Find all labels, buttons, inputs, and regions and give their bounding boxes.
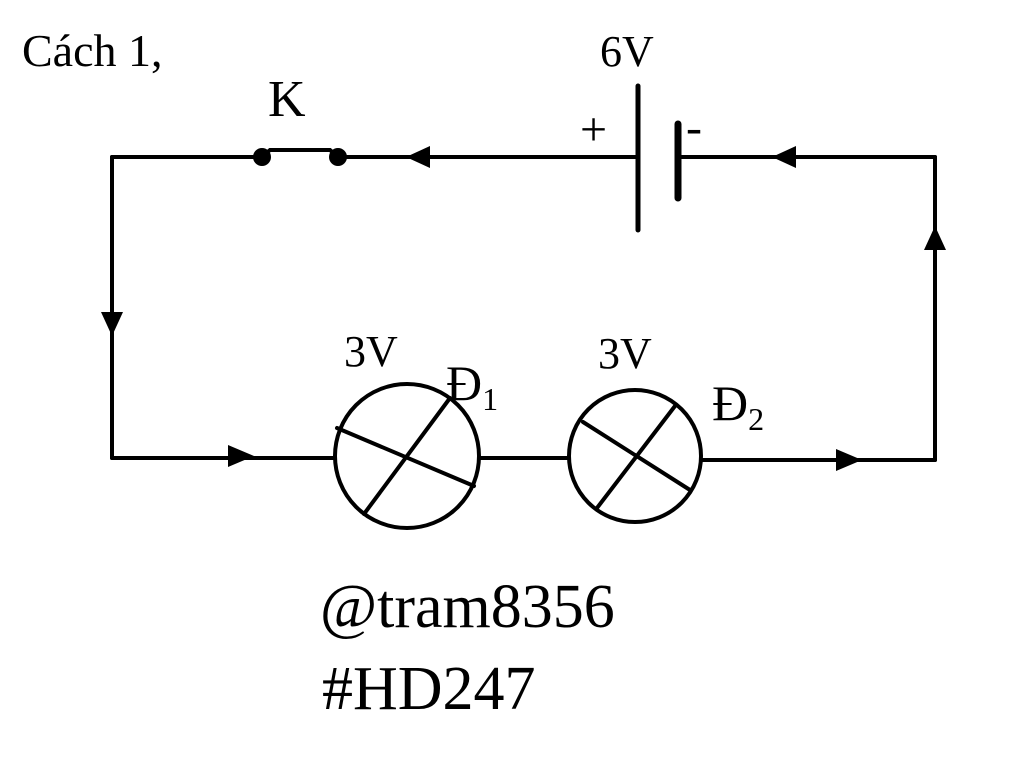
lamp-2-voltage: 3V <box>598 329 652 378</box>
lamp-2-label: Đ2 <box>712 378 764 435</box>
arrow-top-right <box>772 146 796 168</box>
lamp-2-subscript: 2 <box>748 401 765 437</box>
arrow-bottom-left <box>228 445 254 467</box>
arrow-top-left <box>406 146 430 168</box>
battery-plus-sign: + <box>580 103 608 156</box>
lamp-1-voltage: 3V <box>344 327 398 376</box>
lamp-2 <box>567 388 703 524</box>
battery-voltage: 6V <box>600 27 654 76</box>
lamp-1-name: Đ <box>446 355 483 411</box>
diagram-title: Cách 1, <box>22 25 163 76</box>
arrow-left-down <box>101 312 123 336</box>
battery-minus-sign: - <box>686 101 702 154</box>
switch-k <box>260 148 340 159</box>
watermark-user: @tram8356 <box>320 573 615 641</box>
lamp-1 <box>333 382 481 530</box>
arrow-right-up <box>924 226 946 250</box>
switch-terminal-left <box>253 148 271 166</box>
arrow-bottom-right <box>836 449 862 471</box>
switch-label: K <box>268 71 306 128</box>
lamp-2-name: Đ <box>712 375 749 431</box>
lamp-1-label: Đ1 <box>446 358 498 415</box>
watermark-tag: #HD247 <box>322 655 536 723</box>
lamp-1-subscript: 1 <box>482 381 499 417</box>
